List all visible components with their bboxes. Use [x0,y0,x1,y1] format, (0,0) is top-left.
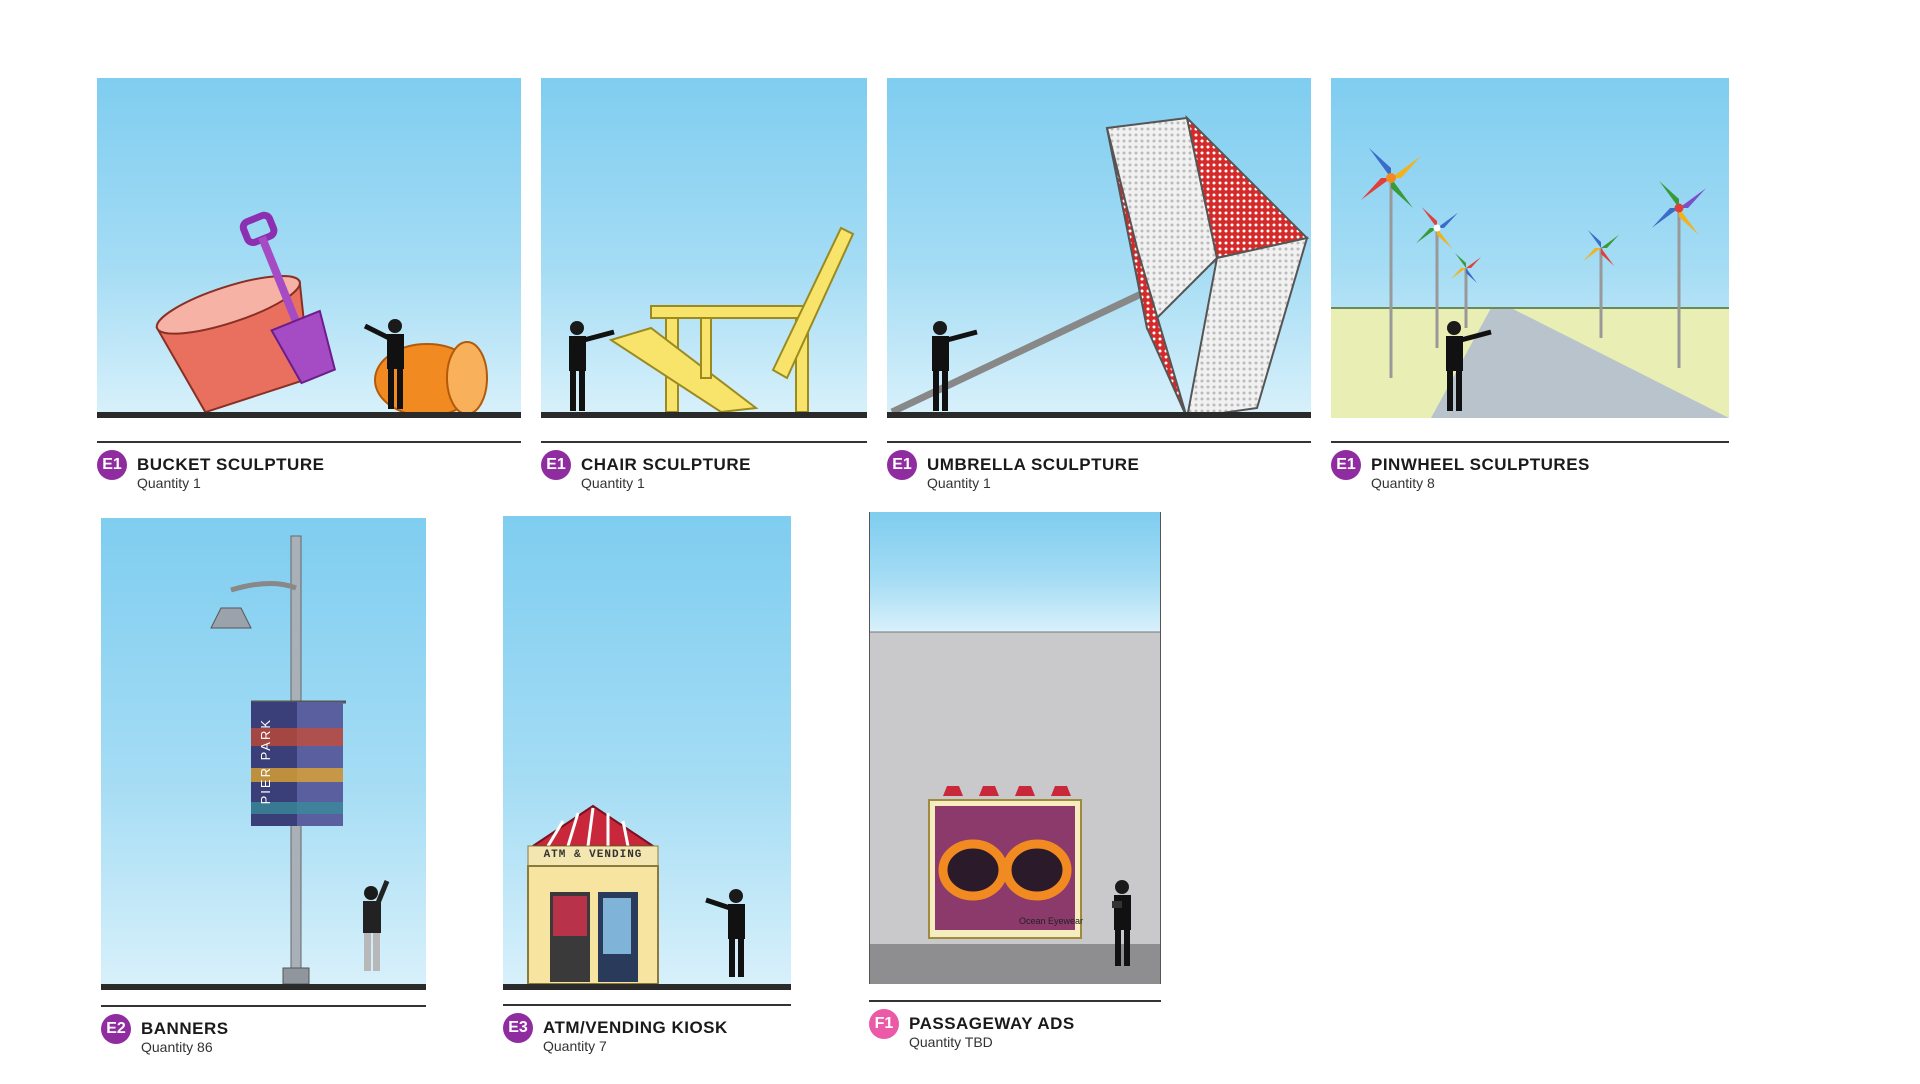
item-label: E1 BUCKET SCULPTURE Quantity 1 [97,450,324,492]
chair-sculpture-panel [541,78,867,418]
ad-caption: Ocean Eyewear [1019,916,1084,926]
divider-rule [1331,441,1729,443]
umbrella-sculpture-panel [887,78,1311,418]
item-badge: E3 [503,1013,533,1043]
divider-rule [97,441,521,443]
pinwheel-sculptures-illustration [1331,148,1729,418]
item-title: BUCKET SCULPTURE [137,455,325,474]
item-badge: E2 [101,1014,131,1044]
divider-rule [887,441,1311,443]
item-title: PASSAGEWAY ADS [909,1014,1075,1033]
banner-pole-illustration [210,535,390,985]
passageway-ads-panel: Ocean Eyewear [869,512,1161,984]
banner-text: PIER PARK [258,718,273,805]
atm-kiosk-illustration [527,804,745,985]
atm-vending-kiosk-panel: ATM & VENDING [503,516,791,990]
item-label: E3 ATM/VENDING KIOSK Quantity 7 [503,1013,728,1055]
item-label: E1 CHAIR SCULPTURE Quantity 1 [541,450,751,492]
item-title: BANNERS [141,1019,229,1038]
item-quantity: Quantity 8 [1371,475,1435,491]
item-label: E1 UMBRELLA SCULPTURE Quantity 1 [887,450,1139,492]
item-badge: E1 [1331,450,1361,480]
umbrella-sculpture-illustration [890,114,1309,418]
sky-background [869,512,1161,632]
item-quantity: Quantity 1 [927,475,991,491]
item-quantity: Quantity 86 [141,1039,213,1055]
divider-rule [101,1005,426,1007]
banners-panel: PIER PARK [101,518,426,990]
passageway-ad-illustration [869,512,1161,984]
item-badge: E1 [97,450,127,480]
item-title: CHAIR SCULPTURE [581,455,751,474]
divider-rule [541,441,867,443]
ground-line [97,412,521,418]
item-badge: E1 [887,450,917,480]
item-title: ATM/VENDING KIOSK [543,1018,728,1037]
bucket-sculpture-panel [97,78,521,418]
divider-rule [869,1000,1161,1002]
item-quantity: Quantity TBD [909,1034,993,1050]
item-title: UMBRELLA SCULPTURE [927,455,1140,474]
item-badge: F1 [869,1009,899,1039]
ground-line [101,984,426,990]
item-title: PINWHEEL SCULPTURES [1371,455,1590,474]
item-quantity: Quantity 1 [137,475,201,491]
ground-line [887,412,1311,418]
item-label: E2 BANNERS Quantity 86 [101,1014,229,1056]
kiosk-sign: ATM & VENDING [543,849,643,861]
chair-sculpture-illustration [569,226,855,414]
item-label: F1 PASSAGEWAY ADS Quantity TBD [869,1009,1075,1051]
bucket-sculpture-illustration [155,211,488,417]
item-badge: E1 [541,450,571,480]
divider-rule [503,1004,791,1006]
ground-line [541,412,867,418]
ground-line [503,984,791,990]
item-quantity: Quantity 7 [543,1038,607,1054]
item-label: E1 PINWHEEL SCULPTURES Quantity 8 [1331,450,1590,492]
item-quantity: Quantity 1 [581,475,645,491]
pinwheel-sculptures-panel [1331,78,1729,418]
